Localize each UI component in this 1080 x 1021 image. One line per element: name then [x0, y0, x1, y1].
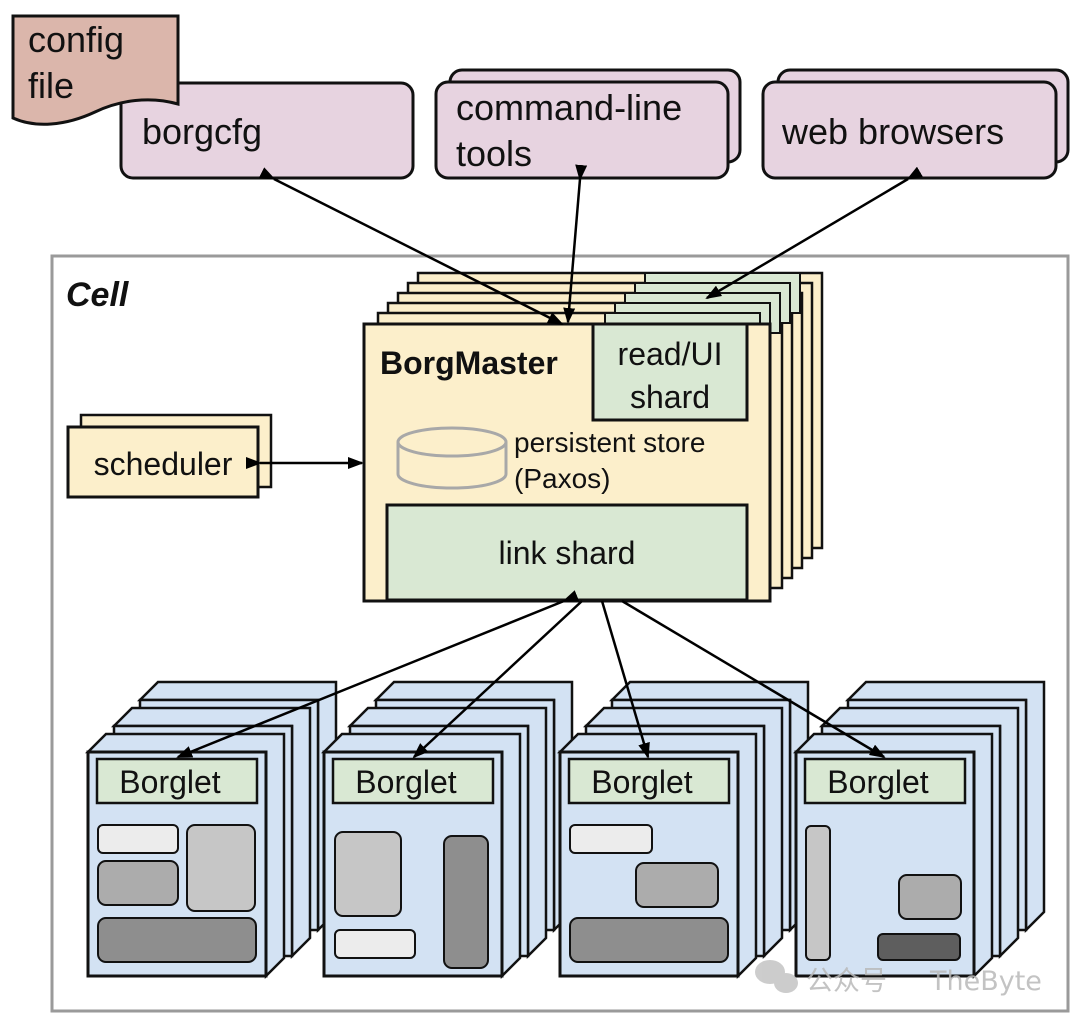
arrow-linkshard-borglet-1: [176, 590, 580, 759]
arrow-borgcfg-borgmaster: [258, 167, 564, 326]
read-ui-shard-box: [591, 322, 749, 422]
config-file-document: [11, 14, 180, 126]
link-shard-box: [385, 503, 749, 602]
scheduler-box: [66, 425, 260, 499]
connection-arrows: [176, 164, 924, 759]
task-blocks-1: [97, 824, 257, 963]
arrow-web-readui: [705, 166, 924, 300]
task-blocks-4: [805, 825, 962, 961]
config-file-label-line1: config: [28, 19, 124, 60]
borglet-label-box-4: [803, 757, 967, 805]
persistent-store-label-line2: (Paxos): [514, 463, 610, 494]
arrow-cli-borgmaster: [563, 164, 588, 324]
borglet-label-box-1: [95, 757, 259, 805]
arrow-linkshard-borglet-4: [621, 599, 886, 759]
borglet-label-1: Borglet: [119, 764, 221, 800]
watermark-author: TheByte: [929, 966, 1042, 997]
arrow-linkshard-borglet-3: [600, 600, 650, 759]
borgcfg-label: borgcfg: [142, 111, 262, 152]
wechat-icon: [755, 960, 798, 993]
borglet-label-box-2: [331, 757, 495, 805]
borglet-label-3: Borglet: [591, 764, 693, 800]
read-ui-shard-label-line2: shard: [630, 379, 710, 415]
borglet-label-4: Borglet: [827, 764, 929, 800]
cli-label-line1: command-line: [456, 87, 682, 128]
watermark: 公众号 TheByte: [755, 960, 1042, 997]
persistent-store-label-line1: persistent store: [514, 427, 705, 458]
watermark-channel: 公众号: [806, 966, 887, 997]
web-browsers-label: web browsers: [781, 111, 1004, 152]
config-file-label-line2: file: [28, 65, 74, 106]
machine-stack-1: Borglet: [84, 680, 338, 980]
borgmaster-title: BorgMaster: [380, 345, 558, 381]
task-blocks-2: [334, 831, 489, 969]
task-blocks-3: [569, 824, 729, 963]
read-ui-shard-label-line1: read/UI: [618, 336, 723, 372]
cell-title: Cell: [66, 276, 130, 314]
machine-stack-3: Borglet: [556, 680, 810, 980]
persistent-store-icon: [396, 426, 508, 490]
scheduler-label: scheduler: [94, 446, 233, 482]
link-shard-label: link shard: [499, 535, 636, 571]
borglet-label-box-3: [567, 757, 731, 805]
borglet-label-2: Borglet: [355, 764, 457, 800]
cli-label-line2: tools: [456, 133, 532, 174]
arrow-linkshard-borglet-2: [412, 600, 583, 759]
